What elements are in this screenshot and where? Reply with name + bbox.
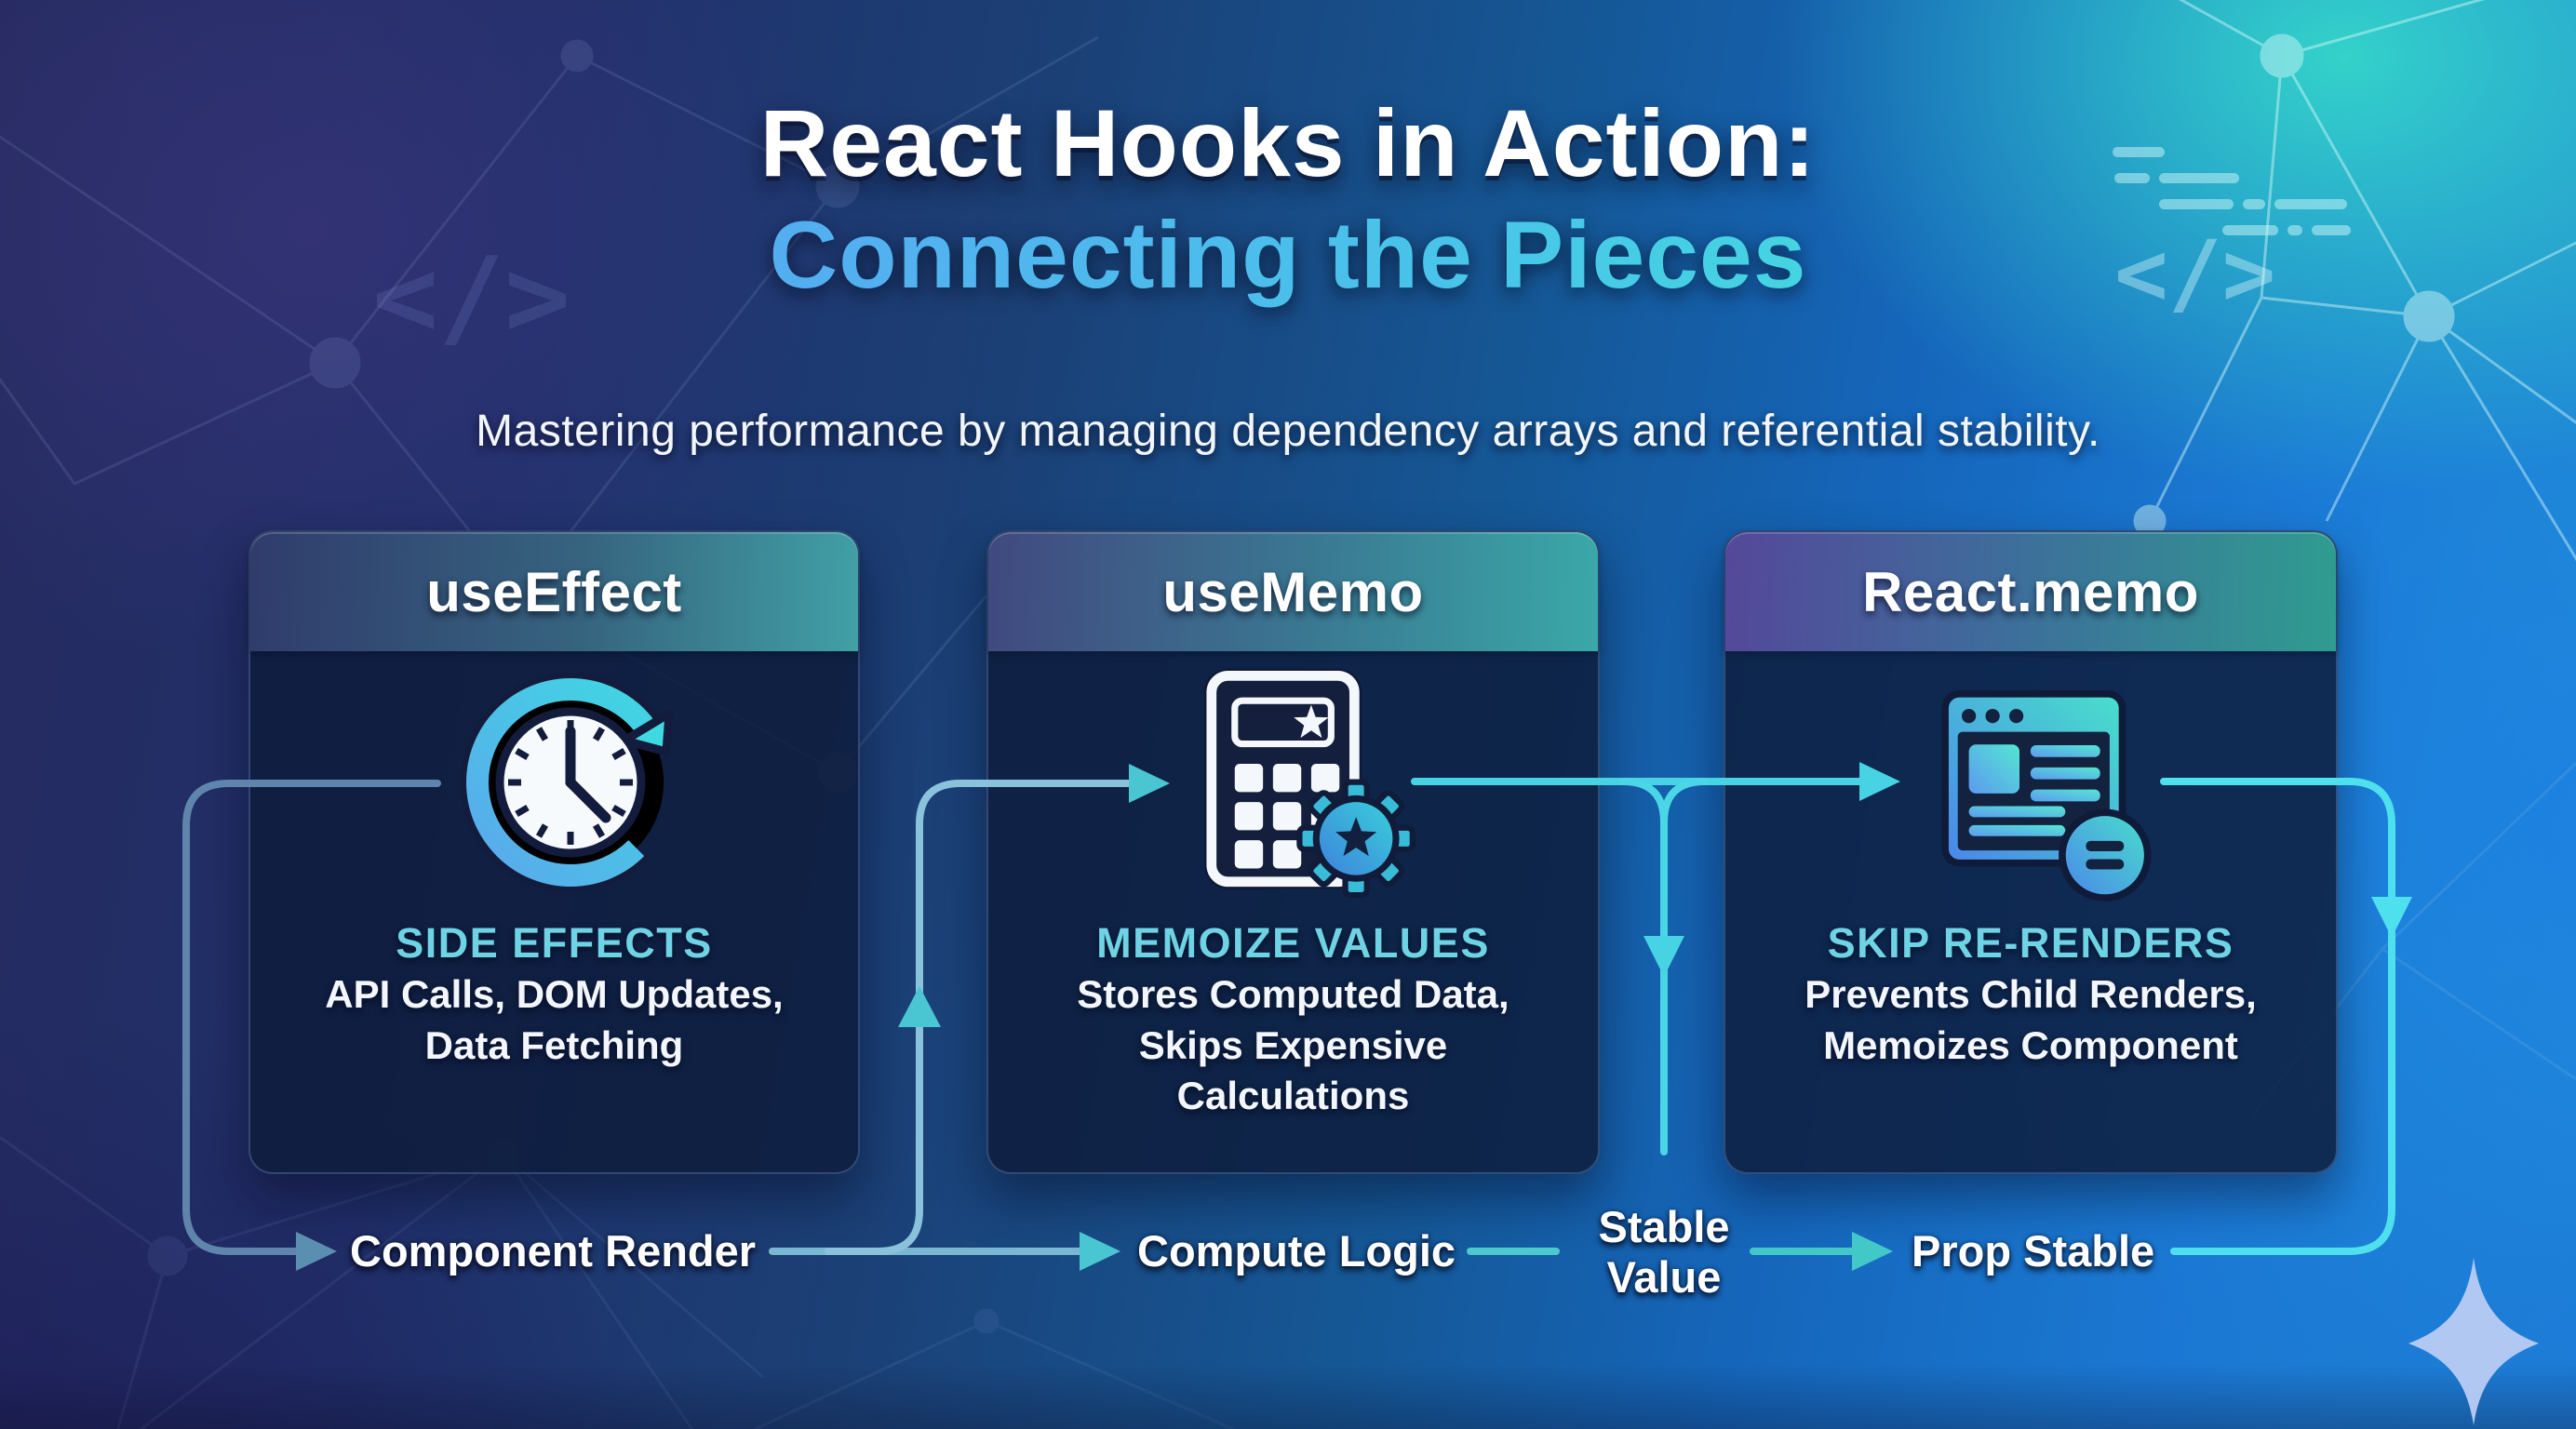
bottom-vignette [0,1364,2576,1429]
card-title: React.memo [1862,560,2199,623]
page-title-line2: Connecting the Pieces [0,201,2576,310]
card-heading: MEMOIZE VALUES [1096,919,1490,967]
page-subtitle: Mastering performance by managing depend… [476,407,2100,456]
card-useeffect: useEffect SIDE EFFECTS API Calls, DOM Up… [248,530,860,1174]
card-description: API Calls, DOM Updates, Data Fetching [325,972,784,1067]
sparkle-icon [2408,1258,2539,1425]
flow-label-compute-logic: Compute Logic [1137,1226,1456,1275]
flow-label-component-render: Component Render [350,1226,757,1275]
flow-label-prop-stable: Prop Stable [1912,1226,2155,1275]
card-heading: SIDE EFFECTS [396,919,713,967]
card-reactmemo: React.memo SKIP RE-RENDERS Prevents Chil… [1724,530,2338,1174]
page-title-line1: React Hooks in Action: [759,90,1817,196]
card-usememo: useMemo MEMOIZE VALUES Stores Computed D… [986,530,1600,1174]
card-useeffect-header: useEffect [250,532,858,651]
card-title: useEffect [426,560,682,623]
card-reactmemo-header: React.memo [1725,532,2336,651]
card-title: useMemo [1162,560,1424,623]
card-description: Stores Computed Data, Skips Expensive Ca… [1077,972,1509,1118]
card-description: Prevents Child Renders, Memoizes Compone… [1805,972,2257,1067]
flow-label-stable-value: Stable Value [1598,1202,1730,1302]
card-heading: SKIP RE-RENDERS [1827,919,2234,967]
card-usememo-header: useMemo [988,532,1598,651]
